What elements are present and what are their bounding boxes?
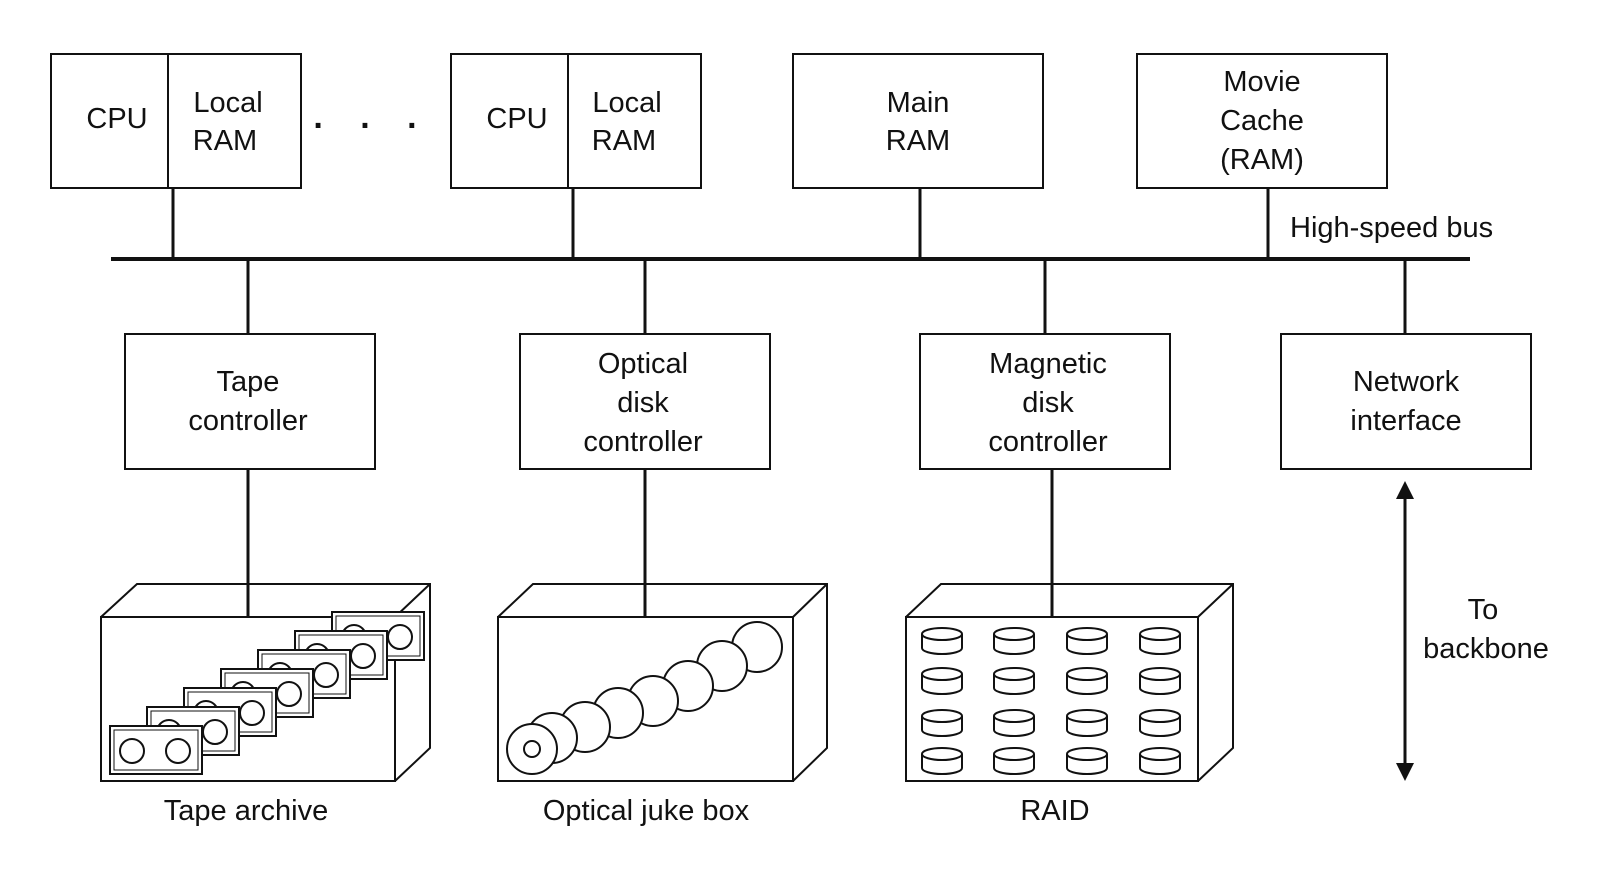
raid-box — [905, 583, 1234, 782]
tape-controller-box — [124, 333, 376, 470]
tape-reel-icon — [165, 738, 191, 764]
raid-disk-top-icon — [1139, 709, 1181, 723]
movie-cache-label-line3: (RAM) — [1220, 144, 1304, 176]
raid-label: RAID — [1020, 795, 1089, 827]
cpu-node-2-cpu-label: CPU — [486, 103, 547, 135]
raid-disk-top-icon — [993, 627, 1035, 641]
raid-disk-top-icon — [1139, 627, 1181, 641]
optical-controller-label-line3: controller — [583, 426, 703, 458]
raid-disk-top-icon — [921, 709, 963, 723]
top-connectors — [171, 188, 1270, 259]
raid-disk-top-icon — [1066, 667, 1108, 681]
tape-reel-icon — [276, 681, 302, 707]
movie-cache-label-line1: Movie — [1223, 66, 1300, 98]
magnetic-controller-label-line2: disk — [1022, 387, 1074, 419]
cpu-node-1-ram-label-line2: RAM — [193, 125, 257, 157]
raid-disk-top-icon — [993, 709, 1035, 723]
magnetic-disk-controller-box — [919, 333, 1171, 470]
raid-disks — [921, 627, 1181, 775]
tape-controller-label-line2: controller — [188, 405, 308, 437]
magnetic-controller-label-line3: controller — [988, 426, 1108, 458]
bus-label: High-speed bus — [1290, 212, 1493, 244]
tape-reel-icon — [313, 662, 339, 688]
tape-controller-label-line1: Tape — [217, 366, 280, 398]
tape-reel-icon — [350, 643, 376, 669]
main-ram-box — [792, 53, 1044, 189]
tape-reel-icon — [387, 624, 413, 650]
tape-reel-icon — [239, 700, 265, 726]
raid-disk-top-icon — [993, 747, 1035, 761]
network-interface-label-line2: interface — [1350, 405, 1461, 437]
cpu-node-1 — [50, 53, 302, 189]
raid-disk-top-icon — [921, 747, 963, 761]
cpu-node-1-ram-label-line1: Local — [193, 87, 262, 119]
tape-archive-label: Tape archive — [164, 795, 328, 827]
raid-disk-top-icon — [1066, 627, 1108, 641]
optical-juke-box-label: Optical juke box — [543, 795, 750, 827]
cpu-node-1-cpu-label: CPU — [86, 103, 147, 135]
raid-disk-top-icon — [921, 667, 963, 681]
tape-cassettes — [109, 611, 425, 775]
optical-controller-label-line2: disk — [617, 387, 669, 419]
raid-disk-top-icon — [1139, 747, 1181, 761]
movie-cache-box — [1136, 53, 1388, 189]
cpu-node-2-ram-label-line1: Local — [592, 87, 661, 119]
optical-discs — [506, 621, 783, 775]
backbone-label-line1: To — [1468, 594, 1499, 626]
raid-disk-top-icon — [1066, 747, 1108, 761]
movie-cache-label-line2: Cache — [1220, 105, 1304, 137]
raid-disk-top-icon — [1066, 709, 1108, 723]
raid-disk-top-icon — [921, 627, 963, 641]
raid-disk-top-icon — [993, 667, 1035, 681]
network-interface-label-line1: Network — [1353, 366, 1460, 398]
backbone-label-line2: backbone — [1423, 633, 1549, 665]
optical-disc-hub-icon — [523, 740, 541, 758]
optical-juke-box — [497, 583, 828, 782]
tape-reel-icon — [202, 719, 228, 745]
raid-disk-top-icon — [1139, 667, 1181, 681]
device-connectors — [246, 469, 1054, 617]
tape-reel-icon — [119, 738, 145, 764]
main-ram-label-line1: Main — [887, 87, 950, 119]
optical-controller-label-line1: Optical — [598, 348, 688, 380]
magnetic-controller-label-line1: Magnetic — [989, 348, 1107, 380]
network-interface-box — [1280, 333, 1532, 470]
main-ram-label-line2: RAM — [886, 125, 950, 157]
ellipsis: . . . — [313, 98, 430, 136]
bus-connectors — [246, 259, 1407, 334]
cpu-node-2 — [450, 53, 702, 189]
cpu-node-2-ram-label-line2: RAM — [592, 125, 656, 157]
